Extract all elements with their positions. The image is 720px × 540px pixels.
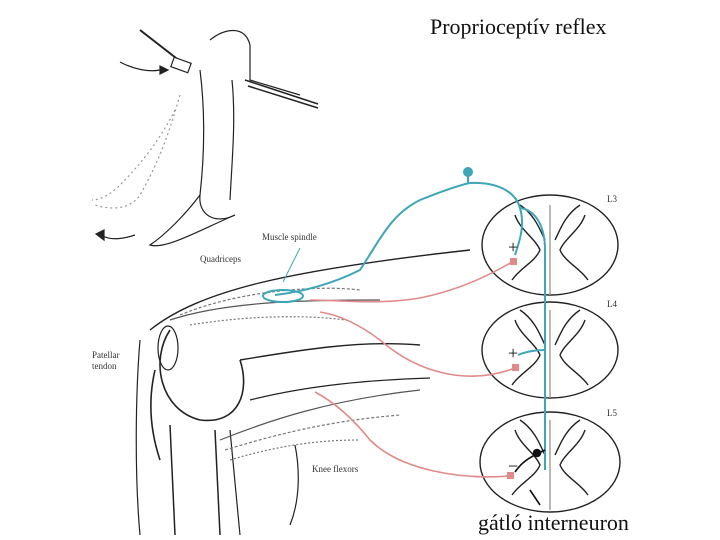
label-quadriceps: Quadriceps bbox=[200, 254, 241, 264]
spinal-section-l5 bbox=[479, 411, 621, 513]
label-knee-flexors: Knee flexors bbox=[312, 464, 359, 474]
label-level-l5: L5 bbox=[607, 408, 617, 418]
label-patellar-line1: Patellar bbox=[92, 350, 120, 360]
inhibitory-interneuron bbox=[514, 448, 546, 506]
diagram-title: Proprioceptív reflex bbox=[430, 14, 607, 39]
efferent-fibers bbox=[309, 258, 519, 479]
label-patellar-line2: tendon bbox=[92, 361, 117, 371]
synapse-sign-l3: + bbox=[508, 237, 519, 257]
spinal-section-l3 bbox=[481, 194, 619, 296]
leg-reflex-sketch bbox=[91, 29, 319, 247]
knee-anatomy-sketch bbox=[135, 249, 471, 536]
label-muscle-spindle: Muscle spindle bbox=[262, 232, 317, 242]
synapse-sign-l4: + bbox=[508, 343, 519, 363]
synapse-sign-l5: − bbox=[508, 456, 519, 476]
afferent-fiber bbox=[262, 167, 546, 470]
spinal-section-l4 bbox=[481, 301, 619, 399]
label-level-l4: L4 bbox=[607, 299, 617, 309]
label-level-l3: L3 bbox=[607, 194, 617, 204]
inhibitory-interneuron-caption: gátló interneuron bbox=[478, 510, 629, 535]
